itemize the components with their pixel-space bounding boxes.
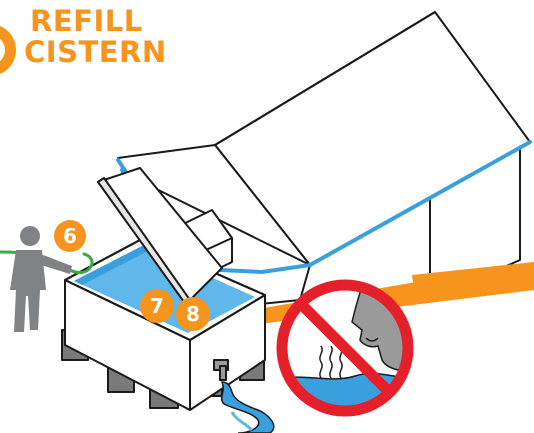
section-marker-circle: [0, 24, 16, 76]
title-line-1: REFILL: [24, 6, 167, 37]
step-number-8: 8: [186, 302, 200, 326]
step-number-7: 7: [150, 294, 164, 318]
step-number-6: 6: [63, 224, 77, 248]
diagram-title: REFILL CISTERN: [24, 6, 167, 68]
step-badge-6: 6: [54, 220, 86, 252]
step-badge-7: 7: [140, 289, 174, 323]
title-line-2: CISTERN: [24, 37, 167, 68]
step-badge-8: 8: [176, 297, 210, 331]
water-spill: [222, 382, 274, 433]
